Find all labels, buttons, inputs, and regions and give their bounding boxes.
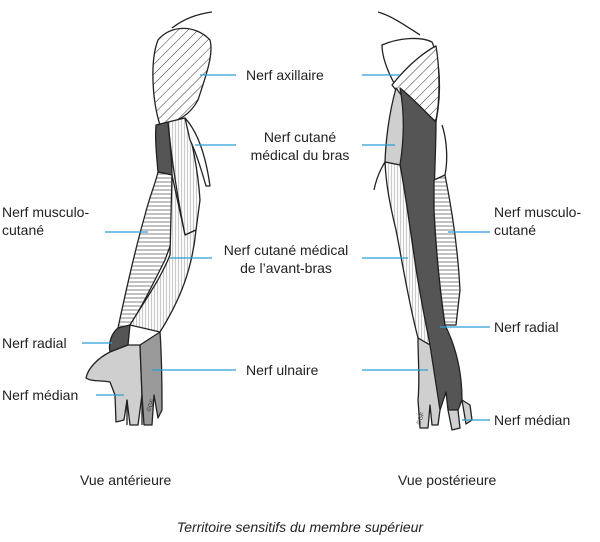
view-title-anterior: Vue antérieure [80,472,172,488]
anterior-ulnar-hand-region [139,331,163,426]
label-medial-brachial-line2: médical du bras [250,147,350,163]
label-medial-brachial-line1: Nerf cutané [263,129,337,145]
posterior-ulnar-hand-region [417,337,441,429]
label-radial-nerve-right: Nerf radial [494,318,559,336]
posterior-arm [373,11,473,431]
posterior-arm-outline [373,161,386,191]
label-median-nerve-left: Nerf médian [2,386,78,404]
anterior-signature: ©GF [145,398,156,413]
posterior-signature: ©GF [415,411,426,426]
posterior-musculocutaneous-region [433,174,461,326]
label-musculo-left-line1: Nerf musculo- [2,204,90,220]
label-medial-antebrachial-nerve: Nerf cutané médical de l’avant-bras [214,241,358,277]
label-radial-right-text: Nerf radial [494,319,559,335]
label-radial-left-text: Nerf radial [2,335,67,351]
anterior-median-hand-region [85,344,143,426]
label-median-left-text: Nerf médian [2,387,79,403]
label-musculo-right-line1: Nerf musculo- [494,204,582,220]
label-axillary-text: Nerf axillaire [246,67,324,83]
label-axillary-nerve: Nerf axillaire [246,66,324,84]
anterior-arm [85,11,213,426]
anterior-medial-flap [184,117,211,187]
posterior-forearm-outline [441,124,448,176]
label-median-nerve-right: Nerf médian [494,411,570,429]
view-title-posterior: Vue postérieure [398,472,497,488]
label-medial-antebrachial-line2: de l’avant-bras [240,260,332,276]
posterior-neck-line [377,11,421,36]
anterior-axillary-region [152,27,212,126]
label-ulnar-text: Nerf ulnaire [246,362,319,378]
label-musculo-right-line2: cutané [494,222,537,238]
anterior-musculocutaneous-region [117,171,177,329]
posterior-median-finger-region [447,409,461,431]
anterior-neck-line [171,11,213,29]
label-median-right-text: Nerf médian [494,412,571,428]
figure-caption: Territoire sensitifs du membre supérieur [176,519,424,535]
label-ulnar-nerve: Nerf ulnaire [246,361,318,379]
label-radial-nerve-left: Nerf radial [2,334,67,352]
label-medial-antebrachial-line1: Nerf cutané médical [223,242,349,258]
leader-lines [82,74,490,421]
label-musculocutaneous-right: Nerf musculo- cutané [494,203,581,239]
label-musculo-left-line2: cutané [2,222,45,238]
label-medial-brachial-nerve: Nerf cutané médical du bras [244,128,356,164]
label-musculocutaneous-left: Nerf musculo- cutané [2,203,89,239]
